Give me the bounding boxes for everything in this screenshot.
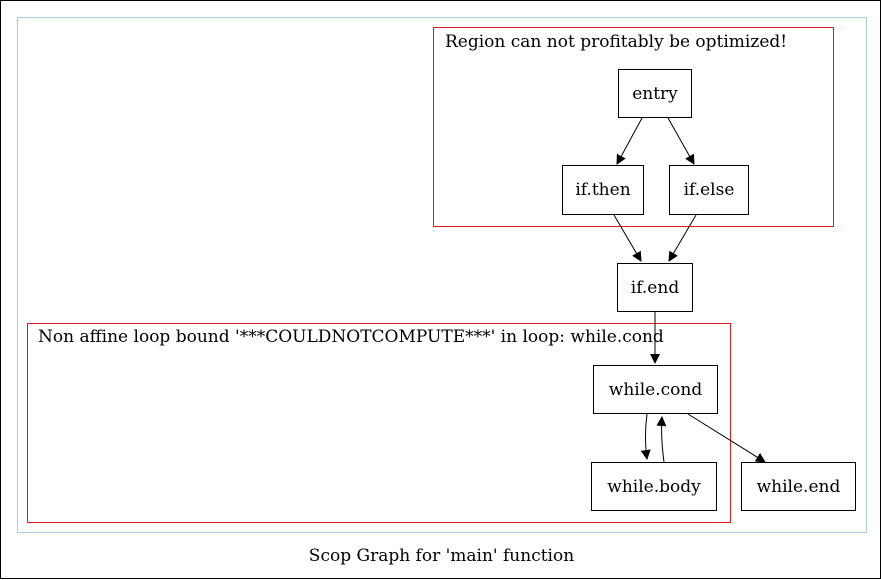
node-if-end: if.end (617, 263, 693, 312)
node-while-body: while.body (591, 462, 717, 511)
node-if-then: if.then (562, 165, 644, 215)
node-entry: entry (618, 69, 692, 118)
region-non-affine-label: Non affine loop bound '***COULDNOTCOMPUT… (38, 327, 664, 347)
edge-whilebody-whilecond (656, 416, 667, 463)
edge-ifelse-ifend (668, 214, 697, 262)
graph-caption: Scop Graph for 'main' function (308, 546, 575, 566)
edge-entry-ifelse (667, 117, 695, 165)
node-while-cond: while.cond (593, 365, 718, 414)
edge-ifthen-ifend (613, 214, 642, 262)
scop-cluster (17, 17, 867, 533)
edge-whilecond-whilebody (640, 413, 651, 460)
region-not-profitable (433, 27, 834, 227)
edge-entry-ifthen (616, 117, 643, 165)
edge-whilecond-whileend (687, 413, 766, 463)
node-if-else: if.else (669, 165, 749, 215)
region-non-affine (27, 323, 731, 523)
region-not-profitable-label: Region can not profitably be optimized! (445, 32, 788, 52)
node-while-end: while.end (741, 462, 856, 511)
